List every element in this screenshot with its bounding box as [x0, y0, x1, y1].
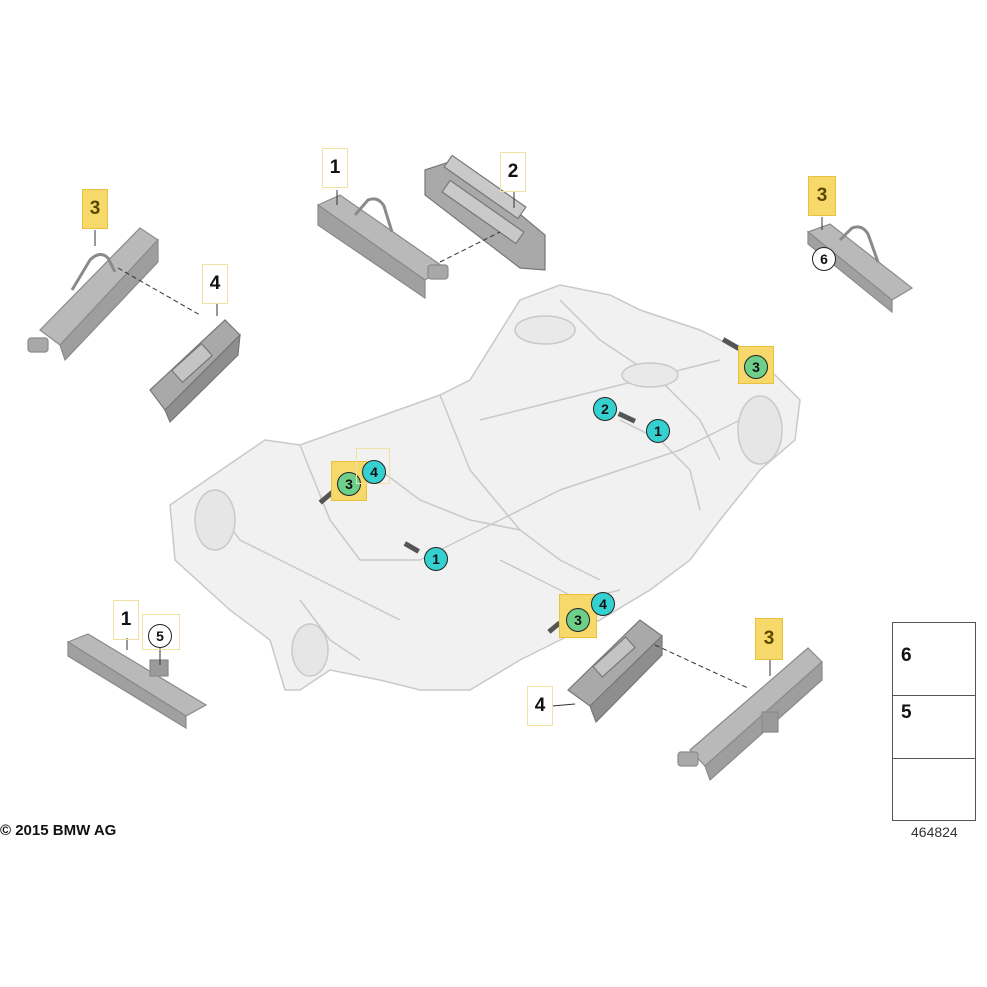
leader-bottom: [654, 644, 749, 689]
callout-1-bottom-left[interactable]: 1: [113, 600, 139, 640]
part-bracket-bottom-center: [567, 619, 663, 724]
image-number: 464824: [911, 824, 958, 840]
legend-cell-nut: 6: [893, 623, 975, 696]
callout-4-bottom-center[interactable]: 4: [527, 686, 553, 726]
callout-6-top-right[interactable]: 6: [812, 247, 836, 271]
callout-3-bottom-right[interactable]: 3: [755, 618, 783, 660]
marker-1-front[interactable]: 1: [424, 547, 448, 571]
marker-2-rear[interactable]: 2: [593, 397, 617, 421]
chassis-part-marks: [318, 337, 742, 634]
marker-1-rear[interactable]: 1: [646, 419, 670, 443]
legend-panel: 6 5: [892, 622, 976, 821]
legend-number-5: 5: [901, 702, 912, 723]
callout-5-bottom-left[interactable]: 5: [148, 624, 172, 648]
marker-3-mid[interactable]: 3: [566, 608, 590, 632]
part-bracket-top-left: [149, 319, 241, 424]
part-antenna-bottom-right: [677, 647, 823, 782]
callout-3-top-left[interactable]: 3: [82, 189, 108, 229]
part-antenna-top-left: [27, 227, 159, 362]
legend-cell-screw: 5: [893, 696, 975, 759]
part-antenna-bottom-left: [66, 633, 208, 730]
leader-top-center: [439, 231, 501, 263]
callout-5-frame: [142, 614, 180, 650]
part-antenna-top-center: [316, 194, 449, 300]
marker-4-mid[interactable]: 4: [591, 592, 615, 616]
copyright-text: © 2015 BMW AG: [0, 822, 117, 839]
vehicle-underbody: [169, 284, 801, 691]
legend-number-6: 6: [901, 645, 912, 666]
marker-3-front[interactable]: 3: [337, 472, 361, 496]
marker-3-rear-right[interactable]: 3: [744, 355, 768, 379]
callout-4-top-left[interactable]: 4: [202, 264, 228, 304]
callout-2-top-center[interactable]: 2: [500, 152, 526, 192]
marker-4-front[interactable]: 4: [362, 460, 386, 484]
callout-1-top-center[interactable]: 1: [322, 148, 348, 188]
callout-3-top-right[interactable]: 3: [808, 176, 836, 216]
part-bracket-top-center: [424, 154, 546, 271]
leader-bottom-4: [551, 703, 576, 707]
